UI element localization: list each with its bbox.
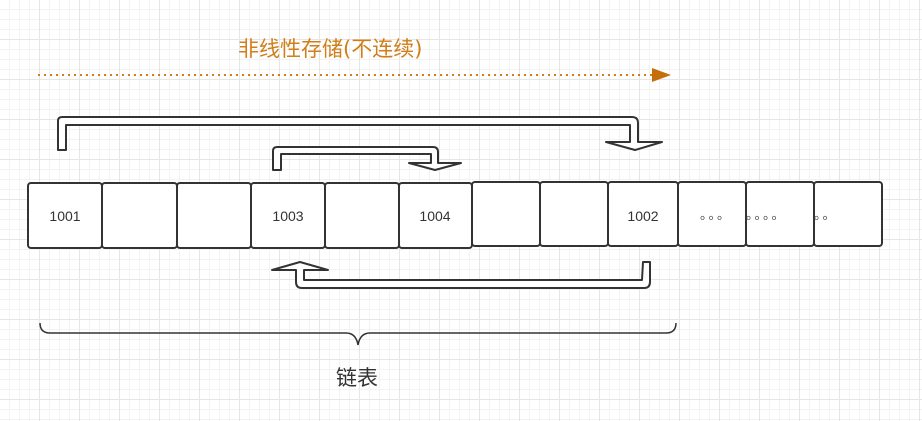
curly-brace (39, 322, 677, 346)
memory-cell (471, 181, 541, 247)
ellipsis-dots: 。。。 (700, 207, 732, 222)
diagram-title: 非线性存储(不连续) (238, 37, 422, 61)
cell-label-1004: 1004 (419, 208, 450, 224)
pointer-arrow-1002-to-1003 (271, 261, 651, 289)
ellipsis-dots: 。。 (814, 207, 838, 222)
direction-arrow-icon (652, 68, 671, 82)
memory-cell (539, 181, 609, 247)
pointer-arrow-1003-to-1004 (272, 146, 462, 171)
memory-cell (176, 182, 252, 249)
brace-label: 链表 (336, 366, 378, 390)
cell-label-1003: 1003 (272, 208, 303, 224)
memory-cell (813, 181, 883, 247)
memory-cells (27, 181, 883, 249)
memory-cell (101, 182, 178, 249)
memory-cell (324, 182, 400, 249)
ellipsis-dots: 。。。。 (746, 207, 787, 222)
cell-label-1001: 1001 (49, 208, 80, 224)
pointer-arrow-1001-to-1002 (57, 116, 663, 151)
cell-label-1002: 1002 (627, 208, 658, 224)
